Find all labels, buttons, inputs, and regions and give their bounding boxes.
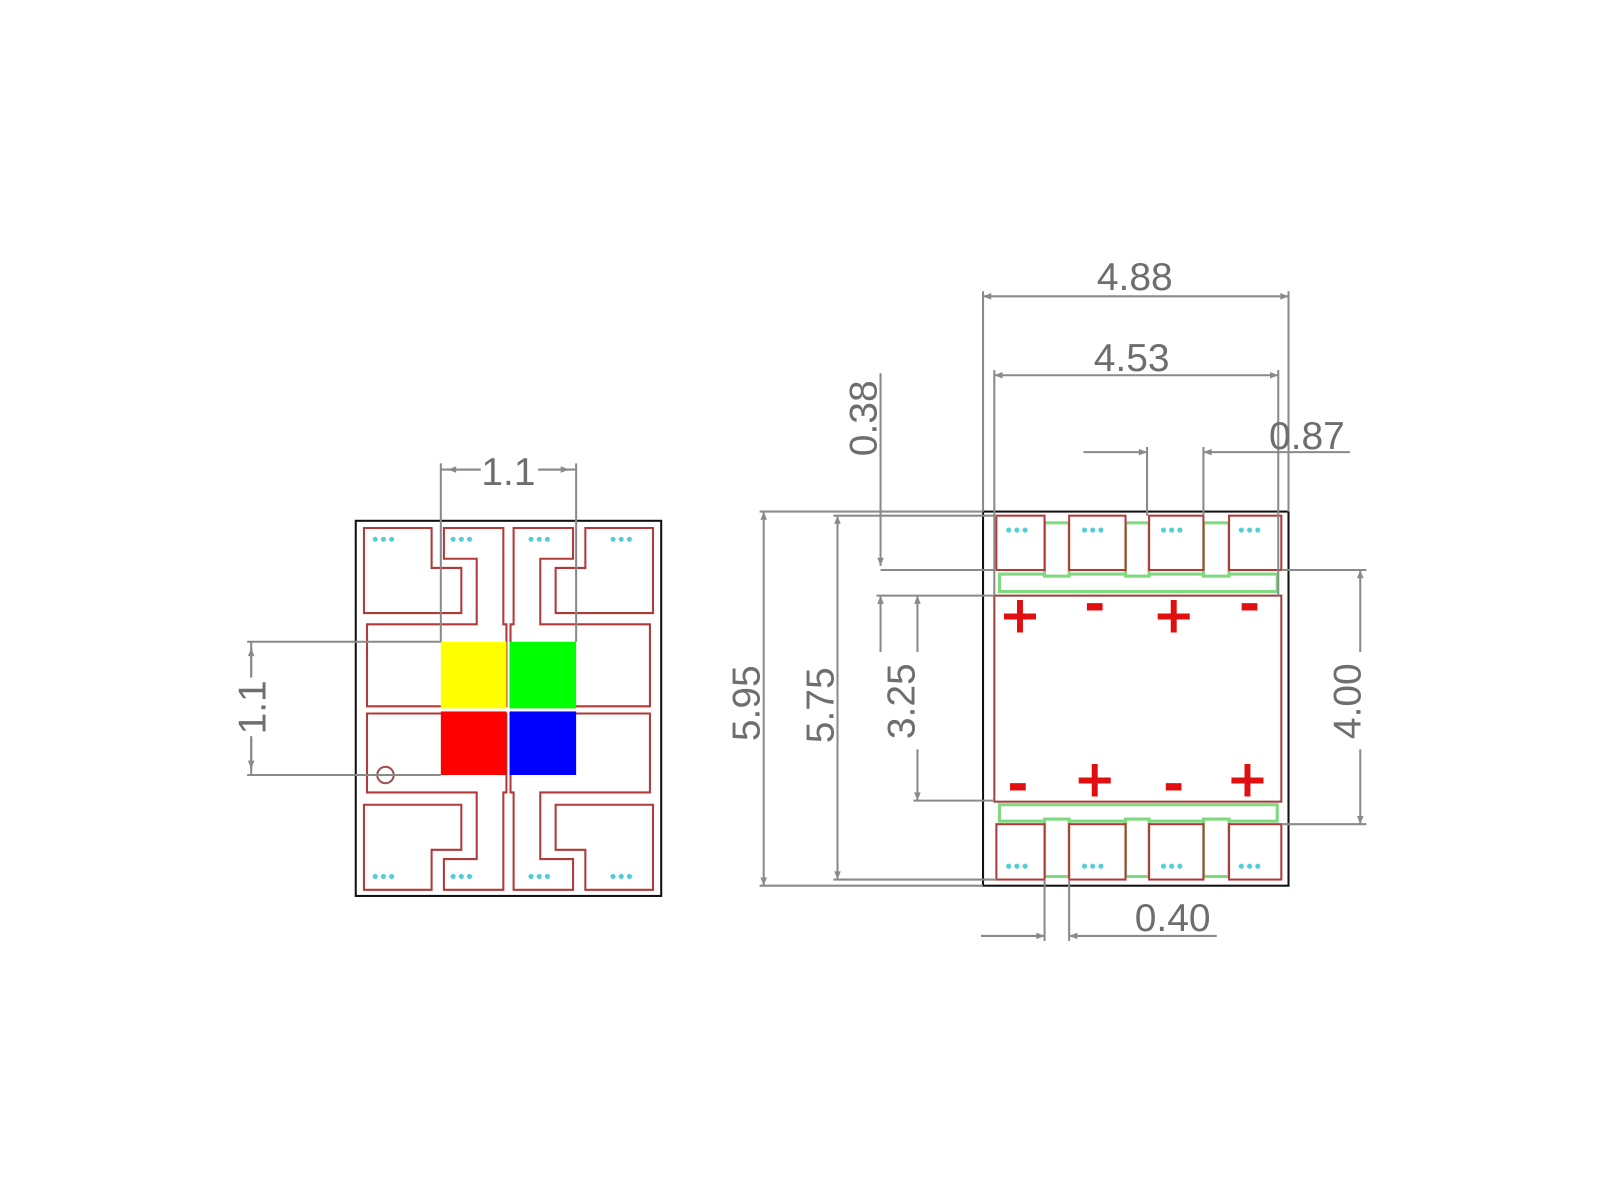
dimension-pad-offset: 0.38	[842, 373, 997, 572]
pad	[1068, 514, 1127, 572]
dimension-label: 0.87	[1269, 415, 1345, 458]
pad	[554, 803, 655, 891]
dimension-overall-height: 5.95	[726, 510, 984, 887]
via-dots	[1006, 527, 1261, 869]
pad	[554, 526, 655, 615]
dimension-center-height: 4.00	[1281, 568, 1369, 826]
dimension-label: 4.88	[1097, 256, 1173, 299]
pad	[995, 823, 1046, 881]
dimension-vertical: 1.1	[232, 640, 441, 777]
dimension-label: 5.95	[726, 665, 769, 741]
pad	[362, 803, 463, 891]
pad	[1228, 514, 1283, 572]
dimension-overall-width: 4.88	[982, 256, 1290, 512]
dimension-label: 5.75	[799, 667, 842, 743]
dimension-inner-width: 4.53	[993, 337, 1280, 596]
left-package-view: 1.1 1.1	[232, 451, 663, 897]
polarity-plus: +	[1226, 750, 1269, 810]
dimension-pad-height: 3.25	[876, 594, 995, 802]
green-chip	[509, 641, 577, 709]
polarity-marks: + - + - - + - +	[998, 574, 1269, 814]
pad	[1068, 823, 1127, 881]
polarity-plus: +	[1152, 586, 1195, 646]
dimension-label: 4.53	[1094, 337, 1170, 380]
dimension-label: 1.1	[481, 451, 535, 494]
dimension-label: 1.1	[232, 680, 275, 734]
dimension-label: 0.40	[1135, 897, 1211, 940]
yellow-chip	[440, 641, 507, 709]
dimension-pad-gap: 0.87	[1083, 415, 1350, 516]
polarity-plus: +	[1073, 750, 1116, 810]
pad-group	[995, 514, 1283, 881]
polarity-plus: +	[998, 586, 1041, 646]
pad	[362, 526, 463, 615]
polarity-minus: -	[1163, 755, 1184, 815]
thermal-pad	[993, 594, 1283, 803]
pad	[1228, 823, 1283, 881]
polarity-minus: -	[1007, 755, 1028, 815]
dimension-label: 4.00	[1326, 663, 1369, 739]
dimension-pad-span: 5.75	[799, 514, 997, 881]
pad	[1148, 514, 1205, 572]
dimension-label: 0.38	[842, 380, 885, 456]
polarity-minus: -	[1084, 574, 1105, 634]
dimension-lead-gap: 0.40	[980, 879, 1217, 942]
lead-frame-stems	[1043, 521, 1231, 879]
via-dots	[372, 536, 632, 880]
pad	[1148, 823, 1205, 881]
right-package-view: + - + - - + - + 4.88 4.53	[726, 256, 1369, 942]
pad	[995, 514, 1046, 572]
dimension-horizontal: 1.1	[439, 451, 578, 642]
blue-chip	[509, 711, 577, 775]
dimension-label: 3.25	[880, 663, 923, 739]
red-chip	[440, 711, 507, 775]
polarity-minus: -	[1239, 574, 1260, 634]
